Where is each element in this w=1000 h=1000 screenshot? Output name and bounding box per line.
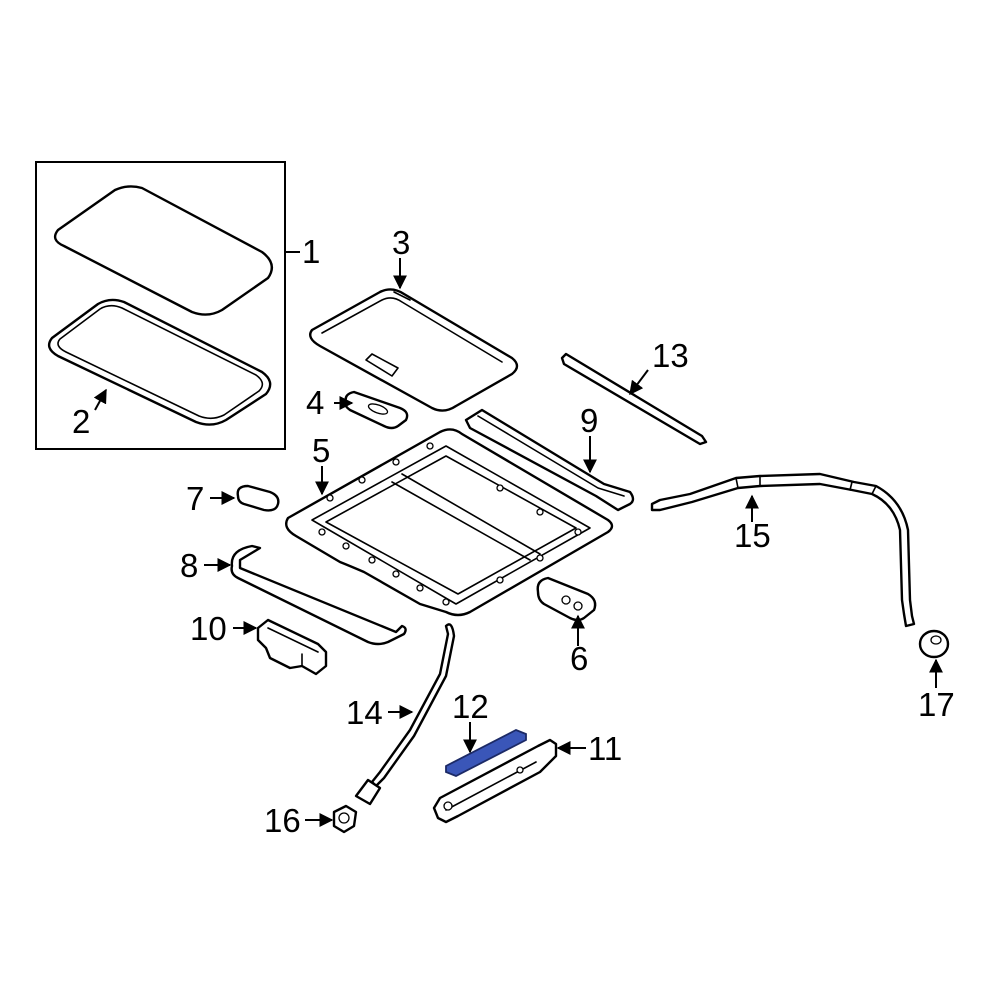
callout-labels: 1 2 3 4 5 6 7 8 9 10 11 12 13 14 15 16 1… [72,224,955,839]
callout-3: 3 [392,224,410,261]
part-12-seal-strip[interactable] [445,729,527,777]
part-10-motor[interactable] [256,618,328,676]
part-13-molding[interactable] [560,352,708,446]
callout-17: 17 [918,686,955,723]
callout-11: 11 [588,730,622,767]
part-1-sunroof-glass[interactable] [53,185,274,316]
leader-lines [93,251,943,827]
part-3-sunshade[interactable] [309,288,519,412]
part-12-highlight [445,729,527,777]
part-8-deflector[interactable] [230,544,407,646]
callout-7: 7 [186,480,204,517]
glass-inset-box [35,161,286,450]
callout-8: 8 [180,547,198,584]
callout-5: 5 [312,432,330,469]
callout-6: 6 [570,640,588,677]
callout-13: 13 [652,337,689,374]
part-2-glass-seal[interactable] [47,298,272,426]
callout-1: 1 [302,233,320,270]
part-11-guide-rail[interactable] [432,738,558,824]
part-16-grommet[interactable] [332,804,358,834]
callout-10: 10 [190,610,227,647]
callout-14: 14 [346,694,383,731]
callout-9: 9 [580,402,598,439]
callout-16: 16 [264,802,301,839]
part-5-sunroof-frame[interactable] [285,428,614,617]
callout-2: 2 [72,403,90,440]
part-9-rail[interactable] [464,408,635,512]
part-15-drain-hose[interactable] [650,472,916,628]
part-7-cap[interactable] [236,484,280,512]
callout-15: 15 [734,517,771,554]
part-6-bracket[interactable] [536,576,597,622]
callout-4: 4 [306,384,324,421]
part-14-drain-hose[interactable] [354,623,456,806]
part-4-bracket[interactable] [344,390,409,430]
callout-12: 12 [452,688,489,725]
part-17-grommet[interactable] [918,629,950,659]
